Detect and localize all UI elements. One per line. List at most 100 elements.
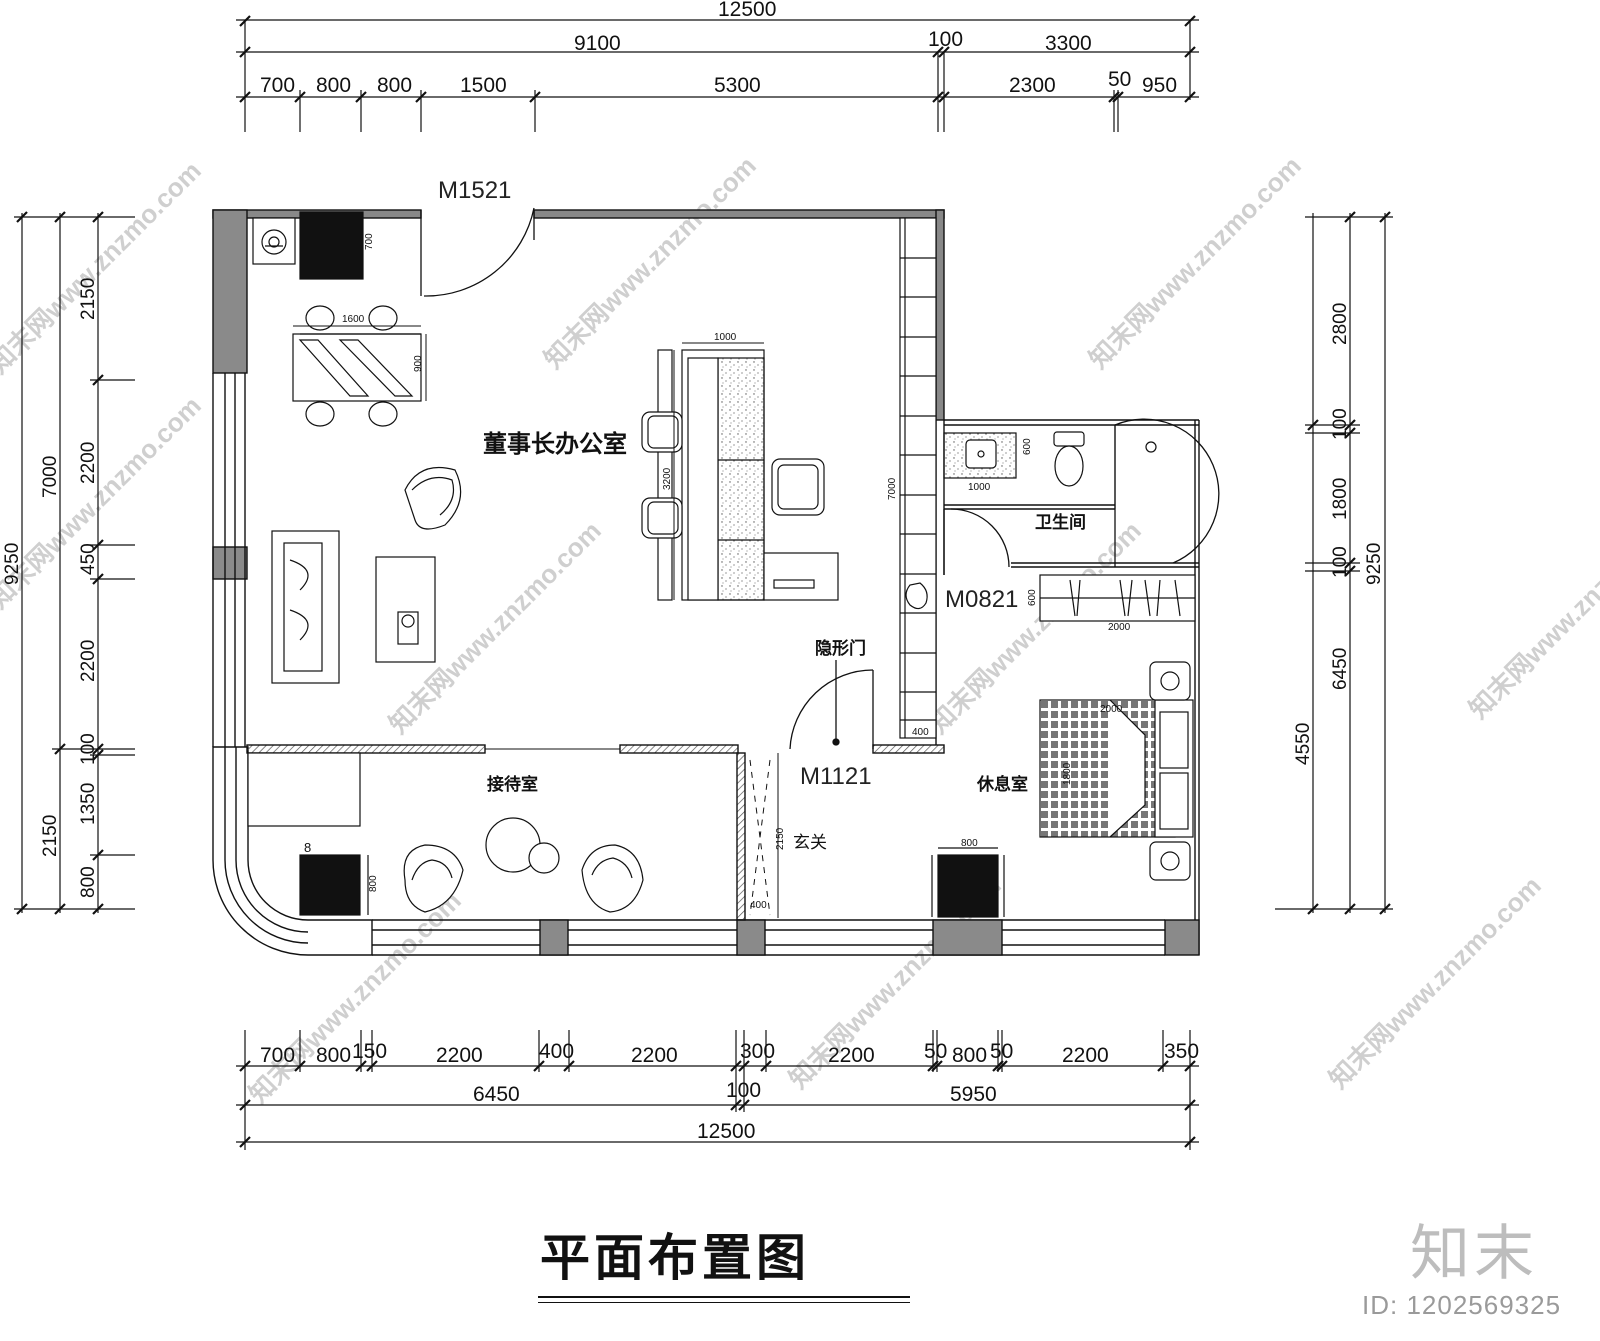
dim-top-detail: 2300: [1009, 74, 1056, 97]
dim-left-mid: 7000: [40, 456, 61, 498]
dim-top-detail: 700: [260, 74, 295, 97]
dim-right-detail: 4550: [1293, 723, 1314, 765]
dim-top-detail: 800: [316, 74, 351, 97]
dim-left-mid: 2150: [40, 815, 61, 857]
box-dim-label: 800: [961, 838, 978, 849]
foyer-width-label: 400: [750, 900, 767, 911]
watermark: 知末网www.znzmo.com: [1323, 870, 1547, 1094]
room-label-office: 董事长办公室: [483, 429, 627, 458]
door-code-main: M1521: [438, 177, 511, 204]
dim-right-mid: 1800: [1330, 478, 1351, 520]
dim-bottom-detail: 800: [316, 1044, 351, 1067]
dim-top-detail: 950: [1142, 74, 1177, 97]
dim-bottom-mid: 5950: [950, 1083, 997, 1106]
dim-left-detail: 2200: [78, 640, 99, 682]
wardrobe-width-label: 2000: [1108, 622, 1131, 633]
hidden-door: [789, 660, 874, 750]
drawing-title: 平面布置图: [540, 1228, 810, 1287]
right-dimensions: [1275, 211, 1393, 915]
title-underline: [538, 1296, 910, 1298]
dim-top-detail: 800: [377, 74, 412, 97]
bed-length-label: 1800: [1062, 762, 1073, 785]
table-depth-label: 900: [413, 355, 424, 372]
dim-top-detail: 5300: [714, 74, 761, 97]
reception-furniture: [247, 752, 644, 916]
dim-bottom-mid: 100: [726, 1079, 761, 1102]
table-width-label: 1600: [342, 314, 365, 325]
wardrobe-depth-label: 600: [1027, 589, 1038, 606]
brand-logo: 知末: [1410, 1219, 1538, 1289]
dim-left-detail: 2200: [78, 442, 99, 484]
dim-bottom-detail: 350: [1164, 1040, 1199, 1063]
black-cabinet: [299, 211, 364, 280]
bed-width-label: 2000: [1100, 704, 1123, 715]
door-code-rest: M1121: [800, 763, 872, 790]
table-dim-lines: [293, 325, 764, 600]
cabinet-end-label: 400: [912, 727, 929, 738]
sink-depth-label: 600: [1022, 438, 1033, 455]
dim-bottom-total: 12500: [697, 1120, 755, 1143]
reception-marker: 8: [304, 840, 311, 855]
room-label-bathroom: 卫生间: [1035, 512, 1086, 533]
watermark: 知末网www.znzmo.com: [0, 390, 207, 614]
dim-top-mid: 100: [928, 28, 963, 51]
desk-length-label: 3200: [662, 467, 673, 490]
rest-box: [931, 847, 1005, 918]
office-furniture: [252, 211, 928, 684]
dim-top-mid: 3300: [1045, 32, 1092, 55]
dim-bottom-detail: 2200: [436, 1044, 483, 1067]
dim-right-total: 9250: [1364, 543, 1385, 585]
dim-bottom-detail: 2200: [828, 1044, 875, 1067]
dim-left-detail: 800: [78, 866, 99, 898]
foyer-dashes: [749, 753, 779, 918]
desk-width-label: 1000: [714, 332, 737, 343]
bottom-dimensions: [236, 1030, 1199, 1150]
dim-left-total: 9250: [2, 543, 23, 585]
dim-top-mid: 9100: [574, 32, 621, 55]
dim-bottom-detail: 2200: [1062, 1044, 1109, 1067]
dim-right-mid: 2800: [1330, 303, 1351, 345]
top-dimensions: [236, 15, 1199, 132]
dim-right-mid: 100: [1330, 546, 1351, 578]
room-label-foyer: 玄关: [793, 833, 827, 853]
dim-bottom-detail: 150: [352, 1040, 387, 1063]
dim-right-mid: 6450: [1330, 648, 1351, 690]
cabinet-tiny-label: 700: [364, 233, 375, 250]
reception-box-label: 800: [368, 875, 379, 892]
dim-left-detail: 100: [78, 733, 99, 765]
watermark: 知末网www.znzmo.com: [1463, 500, 1600, 724]
dim-left-detail: 450: [78, 543, 99, 575]
sink-width-label: 1000: [968, 482, 991, 493]
watermark: 知末网www.znzmo.com: [1083, 150, 1307, 374]
dim-left-detail: 1350: [78, 783, 99, 825]
dim-top-detail: 1500: [460, 74, 507, 97]
image-id: ID: 1202569325: [1362, 1290, 1562, 1320]
dim-bottom-detail: 700: [260, 1044, 295, 1067]
title-underline-thin: [538, 1302, 910, 1303]
left-dimensions: [14, 211, 135, 915]
bathroom-door: [943, 418, 1220, 575]
wall-cabinet: [899, 217, 937, 739]
dim-right-mid: 100: [1330, 408, 1351, 440]
bed: [1039, 661, 1194, 881]
walls: [212, 209, 1200, 956]
dim-bottom-mid: 6450: [473, 1083, 520, 1106]
cabinet-length-label: 7000: [887, 477, 898, 500]
room-label-rest: 休息室: [976, 774, 1028, 795]
dim-left-detail: 2150: [78, 278, 99, 320]
dim-bottom-detail: 2200: [631, 1044, 678, 1067]
dim-bottom-detail: 50: [924, 1040, 947, 1063]
room-label-reception: 接待室: [487, 774, 538, 795]
dim-top-detail: 50: [1108, 68, 1131, 91]
hidden-door-label: 隐形门: [815, 638, 866, 659]
door-code-bathroom: M0821: [945, 586, 1018, 613]
dim-bottom-detail: 400: [539, 1040, 574, 1063]
bathroom-fixtures: [943, 431, 1157, 487]
dim-bottom-detail: 800: [952, 1044, 987, 1067]
dim-bottom-detail: 300: [740, 1040, 775, 1063]
foyer-length-label: 2150: [775, 827, 786, 850]
dim-bottom-detail: 50: [990, 1040, 1013, 1063]
dim-top-total: 12500: [718, 0, 776, 21]
watermark: 知末网www.znzmo.com: [0, 155, 207, 379]
